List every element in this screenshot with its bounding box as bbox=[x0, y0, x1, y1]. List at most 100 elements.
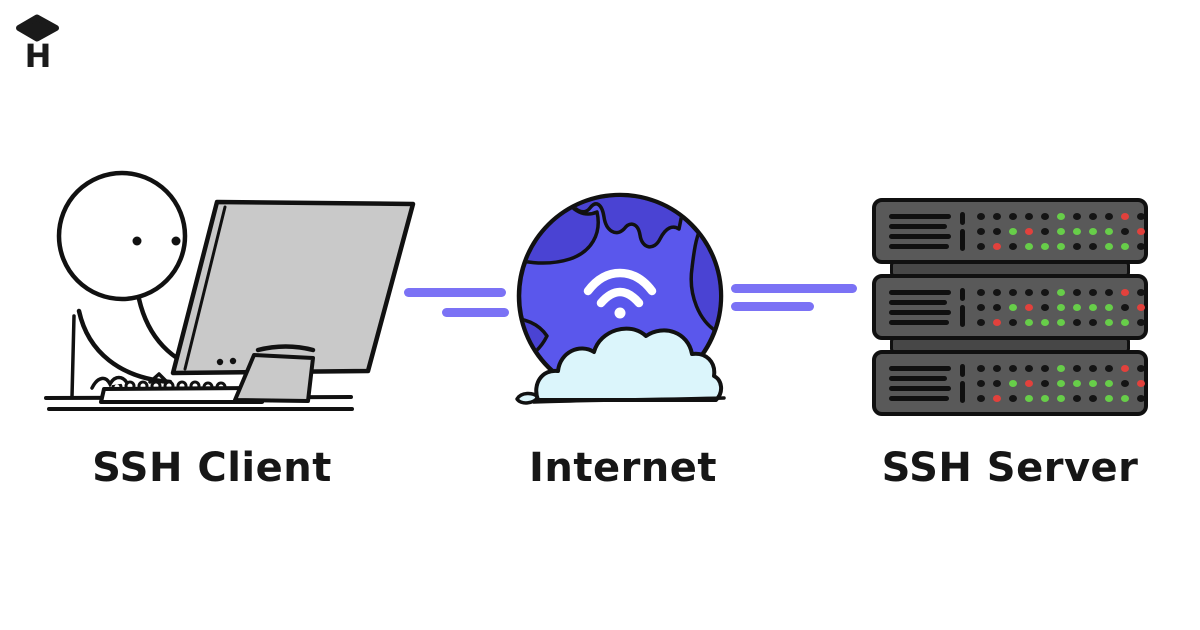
led-indicator bbox=[1073, 212, 1081, 220]
led-indicator bbox=[1025, 242, 1033, 250]
led-indicator bbox=[1041, 303, 1049, 311]
led-indicator bbox=[1009, 212, 1017, 220]
led-indicator bbox=[993, 394, 1001, 402]
led-indicator bbox=[1121, 227, 1129, 235]
led-indicator bbox=[993, 318, 1001, 326]
led-indicator bbox=[1057, 288, 1065, 296]
led-indicator bbox=[1121, 364, 1129, 372]
led-indicator bbox=[1073, 364, 1081, 372]
led-indicator bbox=[1089, 212, 1097, 220]
led-indicator bbox=[1009, 318, 1017, 326]
led-indicator bbox=[993, 242, 1001, 250]
led-indicator bbox=[1121, 394, 1129, 402]
led-indicator bbox=[993, 212, 1001, 220]
led-indicator bbox=[1073, 288, 1081, 296]
led-indicator bbox=[1025, 379, 1033, 387]
led-indicator bbox=[977, 394, 985, 402]
led-indicator bbox=[1137, 227, 1145, 235]
server-unit bbox=[872, 274, 1148, 340]
led-indicator bbox=[977, 379, 985, 387]
cloud bbox=[515, 326, 726, 405]
vent-lines bbox=[889, 289, 951, 325]
head bbox=[56, 170, 188, 302]
server-stack bbox=[872, 198, 1148, 416]
wifi-icon bbox=[583, 268, 657, 319]
led-indicator bbox=[1089, 364, 1097, 372]
led-indicator bbox=[977, 364, 985, 372]
connector-right-line-2 bbox=[731, 302, 814, 311]
led-indicator bbox=[993, 288, 1001, 296]
led-indicator bbox=[1057, 394, 1065, 402]
led-panel bbox=[977, 212, 1145, 250]
ground-line bbox=[532, 396, 726, 404]
led-indicator bbox=[1089, 318, 1097, 326]
led-indicator bbox=[1057, 227, 1065, 235]
led-indicator bbox=[993, 364, 1001, 372]
eye bbox=[171, 236, 181, 246]
label-internet: Internet bbox=[528, 445, 718, 491]
server-unit bbox=[872, 350, 1148, 416]
led-indicator bbox=[1105, 394, 1113, 402]
led-indicator bbox=[993, 227, 1001, 235]
led-indicator bbox=[1105, 318, 1113, 326]
connector-right-line-1 bbox=[731, 284, 857, 293]
led-indicator bbox=[1137, 212, 1145, 220]
led-indicator bbox=[1057, 303, 1065, 311]
led-indicator bbox=[1041, 364, 1049, 372]
connector-left-line-2 bbox=[442, 308, 509, 317]
led-indicator bbox=[1089, 227, 1097, 235]
led-indicator bbox=[1025, 303, 1033, 311]
led-indicator bbox=[1137, 288, 1145, 296]
led-indicator bbox=[1009, 242, 1017, 250]
hand bbox=[90, 375, 129, 390]
led-indicator bbox=[1041, 318, 1049, 326]
led-indicator bbox=[1009, 288, 1017, 296]
led-panel bbox=[977, 288, 1145, 326]
led-indicator bbox=[977, 303, 985, 311]
led-indicator bbox=[1009, 227, 1017, 235]
led-indicator bbox=[1057, 364, 1065, 372]
cap-board bbox=[16, 14, 59, 42]
globe-wifi-cloud-illustration bbox=[515, 192, 726, 405]
led-indicator bbox=[1137, 364, 1145, 372]
led-indicator bbox=[1121, 288, 1129, 296]
led-indicator bbox=[1057, 242, 1065, 250]
led-indicator bbox=[977, 288, 985, 296]
led-indicator bbox=[1009, 303, 1017, 311]
led-indicator bbox=[1073, 242, 1081, 250]
vent-lines bbox=[889, 213, 951, 249]
led-indicator bbox=[1057, 318, 1065, 326]
led-indicator bbox=[1073, 227, 1081, 235]
led-indicator bbox=[1025, 288, 1033, 296]
vent-lines bbox=[889, 365, 951, 401]
led-indicator bbox=[1105, 242, 1113, 250]
led-indicator bbox=[1041, 212, 1049, 220]
hand bbox=[148, 372, 168, 384]
led-indicator bbox=[1073, 318, 1081, 326]
led-indicator bbox=[1025, 227, 1033, 235]
led-indicator bbox=[1089, 303, 1097, 311]
led-indicator bbox=[1041, 227, 1049, 235]
led-indicator bbox=[1041, 394, 1049, 402]
connector-left-line-1 bbox=[404, 288, 506, 297]
keyboard bbox=[90, 372, 264, 404]
graduation-cap-icon: H bbox=[16, 14, 59, 75]
monitor bbox=[170, 199, 416, 376]
led-indicator bbox=[1025, 318, 1033, 326]
led-indicator bbox=[1025, 364, 1033, 372]
led-indicator bbox=[977, 318, 985, 326]
panel-divider bbox=[960, 287, 965, 327]
led-indicator bbox=[1089, 288, 1097, 296]
logo-letter: H bbox=[25, 37, 52, 75]
led-indicator bbox=[1121, 379, 1129, 387]
led-indicator bbox=[1025, 212, 1033, 220]
led-panel bbox=[977, 364, 1145, 402]
led-indicator bbox=[1073, 394, 1081, 402]
led-indicator bbox=[1057, 212, 1065, 220]
led-indicator bbox=[1121, 318, 1129, 326]
led-indicator bbox=[977, 227, 985, 235]
led-indicator bbox=[1105, 303, 1113, 311]
led-indicator bbox=[1137, 379, 1145, 387]
led-indicator bbox=[1089, 379, 1097, 387]
